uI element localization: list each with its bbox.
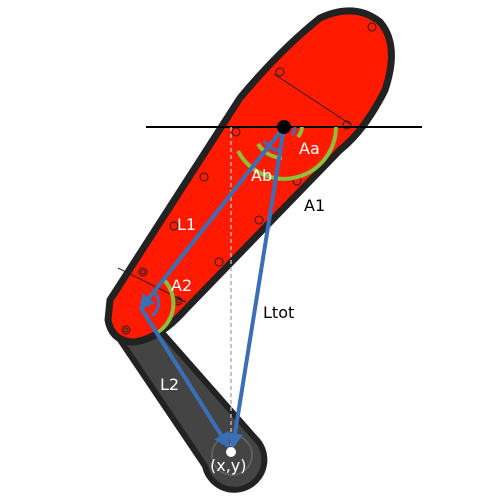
label-l2: L2 — [160, 375, 179, 394]
vector-l1 — [139, 125, 286, 311]
angle-a2-arc-inner — [151, 290, 160, 318]
label-aa: Aa — [299, 139, 320, 158]
label-a1: A1 — [304, 196, 325, 215]
seam-line-upper — [273, 73, 351, 125]
angle-aa-arc-blue — [290, 126, 297, 137]
angle-aa-arc-green — [296, 126, 304, 139]
end-point-dot — [226, 447, 236, 457]
label-end-point: (x,y) — [210, 456, 247, 475]
angle-a1-arc — [236, 126, 338, 181]
label-l1: L1 — [177, 215, 196, 234]
label-ltot: Ltot — [263, 303, 294, 322]
vector-ltot — [227, 126, 286, 450]
hip-joint-dot — [277, 120, 291, 134]
upper-link — [104, 7, 395, 346]
screw-holes — [121, 22, 377, 335]
label-a2: A2 — [171, 276, 192, 295]
label-ab: Ab — [251, 166, 272, 185]
vector-l2 — [139, 306, 230, 449]
angle-a2-arc — [156, 278, 176, 334]
